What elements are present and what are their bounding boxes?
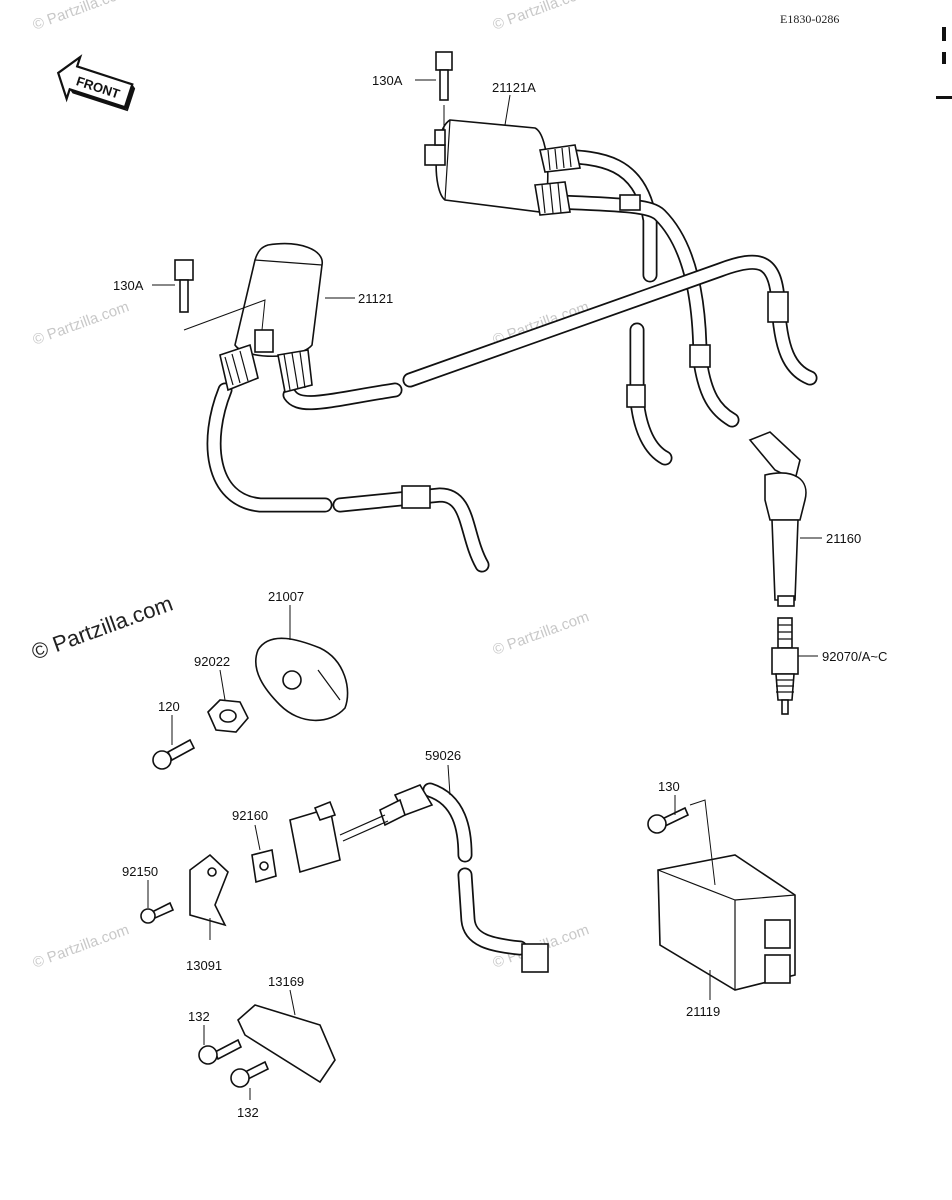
watermark-text: © Partzilla.com (491, 608, 592, 659)
label-130: 130 (658, 779, 680, 794)
label-92150: 92150 (122, 864, 158, 879)
screw-120[interactable] (152, 738, 196, 770)
label-21119: 21119 (686, 1004, 720, 1019)
ignition-coil-21121A[interactable] (424, 119, 581, 216)
watermark-text: © Partzilla.com (491, 0, 592, 34)
ignition-coil-21121[interactable] (219, 242, 323, 393)
pickup-plate-21007[interactable] (255, 637, 349, 722)
bolt-130A[interactable] (435, 51, 453, 101)
label-92022: 92022 (194, 654, 230, 669)
label-120: 120 (158, 699, 180, 714)
label-59026: 59026 (425, 748, 461, 763)
bracket-13091[interactable] (189, 853, 229, 927)
label-130A: 130A (372, 73, 403, 88)
wire-harness-59026[interactable] (339, 782, 549, 973)
bolt-132[interactable] (230, 1060, 270, 1088)
label-21160: 21160 (826, 531, 861, 546)
diagram-code: E1830-0286 (780, 12, 839, 26)
lead-sleeve (689, 344, 711, 368)
screw-92150[interactable] (140, 901, 175, 924)
ht-leads (206, 148, 818, 573)
nut-92022[interactable] (207, 699, 249, 733)
lead-sleeve (619, 194, 641, 211)
watermark-text: © Partzilla.com (31, 0, 132, 34)
bolt-130[interactable] (647, 806, 690, 834)
lead-sleeve (401, 485, 431, 509)
cover-13169[interactable] (237, 1004, 336, 1084)
label-13091: 13091 (186, 958, 222, 973)
label-132: 132 (237, 1105, 259, 1120)
watermark-large: © Partzilla.com (28, 591, 176, 665)
spark-plug-cap-21160[interactable] (748, 431, 807, 607)
leader-lines (147, 79, 822, 1100)
label-92070: 92070/A~C (822, 649, 887, 664)
lead-sleeve (626, 384, 646, 408)
bolt-130A[interactable] (174, 259, 194, 313)
edge-mark (936, 96, 952, 99)
washer-92160[interactable] (251, 849, 277, 884)
front-arrow-icon: FRONT (56, 54, 136, 112)
label-21121: 21121 (358, 291, 393, 306)
watermark-text: © Partzilla.com (31, 921, 132, 972)
bolt-132[interactable] (198, 1038, 243, 1065)
part-labels: 130A 21121A 130A 21121 21160 92070/A~C 2… (113, 73, 887, 1120)
spark-plug-92070[interactable] (771, 617, 799, 715)
label-130A: 130A (113, 278, 144, 293)
label-92160: 92160 (232, 808, 268, 823)
watermark-text: © Partzilla.com (31, 298, 132, 349)
label-132: 132 (188, 1009, 210, 1024)
edge-mark (942, 27, 946, 41)
label-13169: 13169 (268, 974, 304, 989)
label-21007: 21007 (268, 589, 304, 604)
igniter-21119[interactable] (657, 854, 796, 991)
lead-sleeve (767, 291, 789, 323)
edge-mark (942, 52, 946, 64)
label-21121A: 21121A (492, 80, 536, 95)
pickup-coil[interactable] (289, 800, 341, 874)
